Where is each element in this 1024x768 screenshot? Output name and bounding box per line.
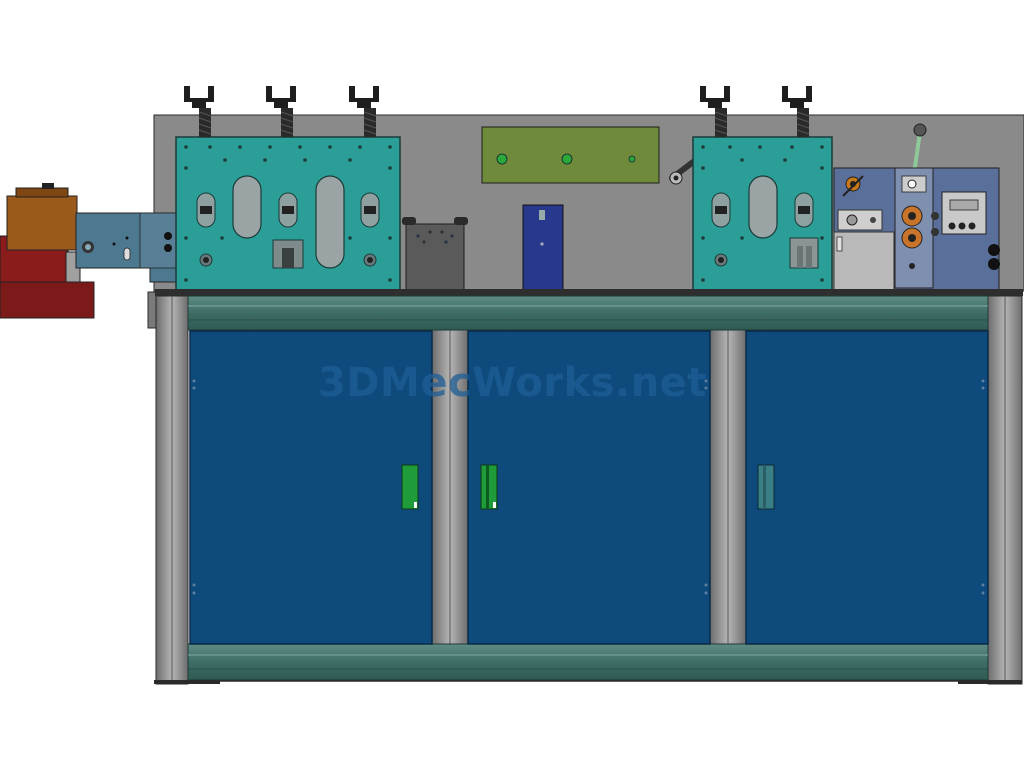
swing-arm bbox=[669, 159, 696, 185]
cabinet-door-left bbox=[189, 330, 433, 645]
brown-motor bbox=[6, 195, 78, 251]
left-plate-adjust-knobs bbox=[184, 86, 379, 137]
watermark: 3DMecWorks.net bbox=[318, 360, 707, 406]
adjust-knob-2 bbox=[266, 86, 296, 137]
left-motor-assembly bbox=[0, 183, 95, 319]
lever-knob bbox=[913, 123, 927, 137]
right-plate-slot bbox=[748, 175, 778, 239]
brown-motor-knob bbox=[42, 183, 54, 189]
indicator-light-1 bbox=[496, 153, 508, 165]
table-top bbox=[155, 289, 1023, 296]
left-plate-slot-b bbox=[315, 175, 345, 269]
door-handle-left bbox=[401, 464, 419, 510]
left-teal-plate bbox=[175, 136, 401, 291]
olive-control-panel bbox=[481, 126, 660, 184]
cabinet-doors bbox=[189, 330, 989, 645]
cabinet-door-right bbox=[745, 330, 989, 645]
connector-plate bbox=[75, 212, 177, 283]
left-plate-slot-a bbox=[232, 175, 262, 239]
adjust-knob-5 bbox=[782, 86, 812, 137]
feed-unit bbox=[833, 123, 1000, 291]
cabinet-frame bbox=[154, 289, 1023, 685]
frame-foot-left bbox=[154, 680, 220, 684]
right-plate-adjust-knobs bbox=[700, 86, 812, 137]
right-teal-plate bbox=[692, 136, 833, 291]
frame-rail-top bbox=[187, 295, 989, 331]
navy-guide-block bbox=[522, 204, 564, 291]
red-motor-lower bbox=[0, 281, 95, 319]
frame-rail-bottom bbox=[187, 643, 989, 681]
frame-foot-right bbox=[958, 680, 1022, 684]
cabinet-door-center bbox=[467, 330, 711, 645]
adjust-knob-4 bbox=[700, 86, 730, 137]
adjust-knob-1 bbox=[184, 86, 214, 137]
indicator-light-3 bbox=[628, 155, 636, 163]
indicator-light-2 bbox=[561, 153, 573, 165]
brown-motor-cap bbox=[15, 187, 69, 198]
guide-block bbox=[402, 217, 468, 291]
adjust-knob-3 bbox=[349, 86, 379, 137]
